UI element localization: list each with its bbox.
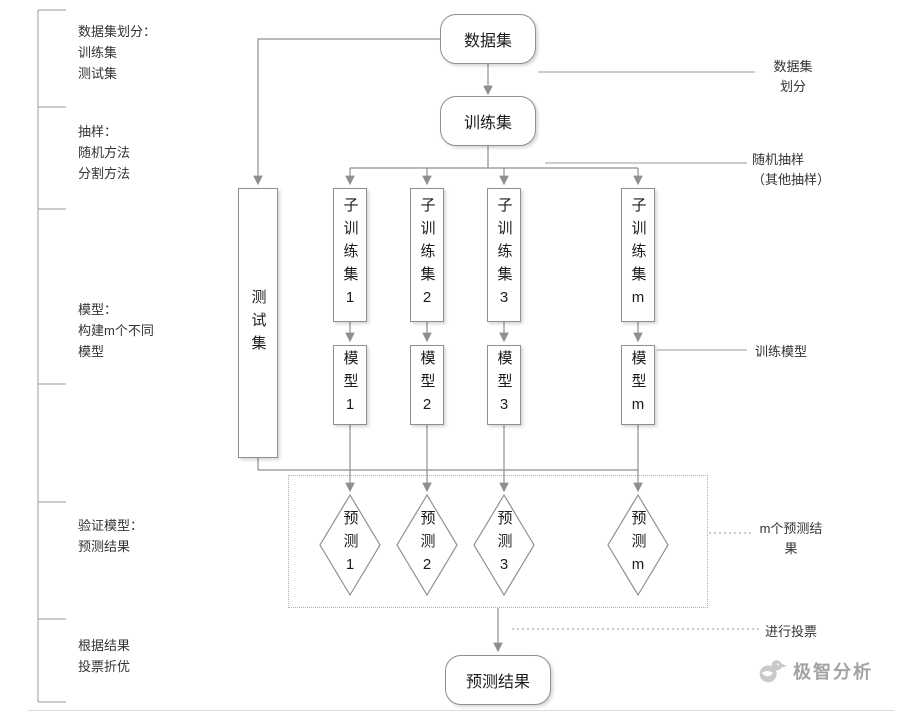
node-prediction-result: 预测结果 <box>445 655 551 705</box>
node-model-m: 模型m <box>621 345 655 425</box>
diamond-prediction-2-label: 预测2 <box>418 509 436 581</box>
right-annotation-voting: 进行投票 <box>765 624 818 639</box>
node-model-3: 模型3 <box>487 345 521 425</box>
diamond-prediction-2: 预测2 <box>407 505 447 585</box>
node-sub-training-m: 子训练集m <box>621 188 655 322</box>
right-annotation-dataset-split: 数据集 划分 <box>773 59 813 94</box>
right-annotation-m-predictions: m个预测结果 <box>759 521 823 556</box>
prediction-diamonds <box>319 493 669 597</box>
diamond-prediction-m: 预测m <box>618 505 658 585</box>
connectors <box>253 38 643 653</box>
node-model-2: 模型2 <box>410 345 444 425</box>
right-annotation-train-model: 训练模型 <box>755 344 808 359</box>
left-annotation-validate: 验证模型： 预测结果 <box>78 518 144 554</box>
node-sub-training-m-label: 子训练集m <box>629 196 647 314</box>
left-ruler <box>37 9 66 703</box>
diamond-prediction-1: 预测1 <box>330 505 370 585</box>
node-model-1-label: 模型1 <box>341 349 359 421</box>
diamond-shape-2 <box>396 493 458 597</box>
node-test-set: 测试集 <box>238 188 278 458</box>
diamond-prediction-1-label: 预测1 <box>341 509 359 581</box>
node-sub-training-1: 子训练集1 <box>333 188 367 322</box>
node-model-1: 模型1 <box>333 345 367 425</box>
node-model-3-label: 模型3 <box>495 349 513 421</box>
brand-logo: 极智分析 <box>754 654 873 688</box>
node-prediction-result-label: 预测结果 <box>465 674 530 691</box>
node-test-set-label: 测试集 <box>249 288 267 358</box>
node-sub-training-3-label: 子训练集3 <box>495 196 513 314</box>
logo-text: 极智分析 <box>793 662 873 682</box>
diamond-shape-1 <box>319 493 381 597</box>
diamond-shape-m <box>607 493 669 597</box>
connector-dataset-test <box>253 38 440 186</box>
diamond-prediction-m-label: 预测m <box>629 509 647 581</box>
left-annotation-voting: 根据结果 投票折优 <box>78 638 131 674</box>
node-sub-training-2-label: 子训练集2 <box>418 196 436 314</box>
node-dataset: 数据集 <box>440 14 536 64</box>
prediction-group-box <box>288 475 708 608</box>
right-annotation-random-sampling: 随机抽样 （其他抽样） <box>752 152 831 187</box>
node-model-2-label: 模型2 <box>418 349 436 421</box>
left-annotation-sampling: 抽样： 随机方法 分割方法 <box>78 124 131 181</box>
connector-training-branch <box>350 146 638 169</box>
node-model-m-label: 模型m <box>629 349 647 421</box>
diamond-shape-3 <box>473 493 535 597</box>
node-sub-training-3: 子训练集3 <box>487 188 521 322</box>
left-annotation-dataset-split: 数据集划分： 训练集 测试集 <box>78 24 157 81</box>
leader-lines <box>512 71 760 630</box>
diamond-prediction-3-label: 预测3 <box>495 509 513 581</box>
node-training-set-label: 训练集 <box>463 115 512 132</box>
node-training-set: 训练集 <box>440 96 536 146</box>
node-sub-training-2: 子训练集2 <box>410 188 444 322</box>
node-dataset-label: 数据集 <box>463 33 512 50</box>
node-sub-training-1-label: 子训练集1 <box>341 196 359 314</box>
diamond-prediction-3: 预测3 <box>484 505 524 585</box>
logo-bird-icon <box>759 660 788 683</box>
connector-test-predictions <box>257 458 638 471</box>
bottom-divider <box>28 710 894 711</box>
ruler-ticks <box>38 9 66 703</box>
left-annotation-models: 模型： 构建m个不同 模型 <box>78 302 154 359</box>
